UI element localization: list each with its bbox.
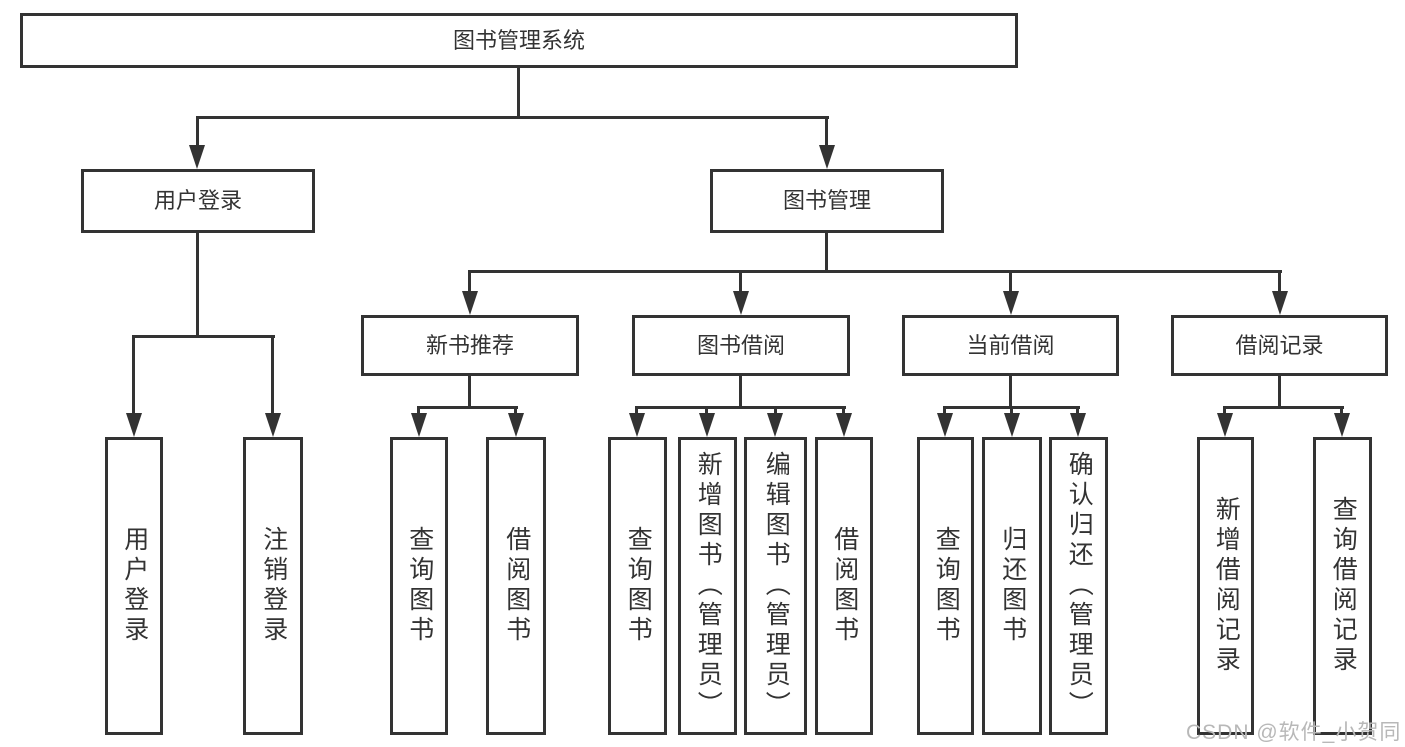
leaf-cb-query-book-label: 查询图书 — [932, 526, 961, 646]
leaf-bb-edit-book-admin: 编辑图书（管理员） — [744, 437, 807, 735]
connector-line — [705, 406, 708, 415]
connector-line — [417, 406, 420, 415]
connector-line — [635, 406, 638, 415]
connector-arrowhead — [733, 291, 749, 315]
leaf-cb-query-book: 查询图书 — [917, 437, 974, 735]
leaf-cb-confirm-return-admin-label: 确认归还（管理员） — [1065, 451, 1094, 721]
connector-line — [468, 270, 1282, 273]
connector-line — [774, 406, 777, 415]
leaf-logout-login: 注销登录 — [243, 437, 303, 735]
leaf-nb-borrow-book: 借阅图书 — [486, 437, 546, 735]
connector-line — [943, 406, 946, 415]
connector-line — [739, 270, 742, 293]
connector-arrowhead — [508, 413, 524, 437]
connector-line — [825, 116, 828, 147]
connector-line — [739, 376, 742, 409]
connector-arrowhead — [265, 413, 281, 437]
connector-arrowhead — [1272, 291, 1288, 315]
leaf-br-query-record-label: 查询借阅记录 — [1329, 496, 1358, 676]
connector-line — [132, 335, 135, 415]
connector-arrowhead — [462, 291, 478, 315]
connector-line — [825, 233, 828, 273]
connector-line — [514, 406, 517, 415]
leaf-nb-borrow-book-label: 借阅图书 — [502, 526, 531, 646]
node-new-book-recommend-label: 新书推荐 — [425, 332, 514, 358]
node-book-management: 图书管理 — [710, 169, 944, 233]
node-book-borrow: 图书借阅 — [632, 315, 850, 376]
connector-line — [196, 116, 199, 147]
leaf-br-add-record-label: 新增借阅记录 — [1212, 496, 1241, 676]
connector-arrowhead — [629, 413, 645, 437]
node-book-management-label: 图书管理 — [782, 188, 871, 213]
leaf-user-login-label: 用户登录 — [120, 526, 149, 646]
leaf-bb-borrow-book: 借阅图书 — [815, 437, 873, 735]
connector-line — [196, 233, 199, 337]
connector-line — [1340, 406, 1343, 415]
node-current-borrow: 当前借阅 — [902, 315, 1119, 376]
connector-line — [1009, 270, 1012, 293]
csdn-watermark: CSDN @软件_小贺同学 — [1186, 721, 1402, 744]
connector-arrowhead — [189, 145, 205, 169]
leaf-bb-add-book-admin: 新增图书（管理员） — [678, 437, 737, 735]
connector-line — [468, 376, 471, 409]
leaf-bb-edit-book-admin-label: 编辑图书（管理员） — [762, 451, 791, 721]
connector-arrowhead — [819, 145, 835, 169]
leaf-user-login: 用户登录 — [105, 437, 163, 735]
connector-line — [1278, 270, 1281, 293]
leaf-nb-query-book: 查询图书 — [390, 437, 448, 735]
connector-arrowhead — [411, 413, 427, 437]
node-user-login: 用户登录 — [81, 169, 315, 233]
connector-line — [271, 335, 274, 415]
leaf-cb-return-book: 归还图书 — [982, 437, 1042, 735]
connector-line — [1009, 376, 1012, 409]
leaf-cb-return-book-label: 归还图书 — [998, 526, 1027, 646]
leaf-bb-add-book-admin-label: 新增图书（管理员） — [694, 451, 723, 721]
leaf-bb-query-book: 查询图书 — [608, 437, 667, 735]
connector-arrowhead — [1003, 291, 1019, 315]
node-root: 图书管理系统 — [20, 13, 1018, 68]
leaf-cb-confirm-return-admin: 确认归还（管理员） — [1049, 437, 1108, 735]
connector-line — [517, 68, 520, 118]
connector-line — [196, 116, 829, 119]
connector-arrowhead — [1070, 413, 1086, 437]
connector-arrowhead — [1217, 413, 1233, 437]
connector-line — [635, 406, 846, 409]
connector-line — [1076, 406, 1079, 415]
connector-line — [1223, 406, 1344, 409]
connector-arrowhead — [836, 413, 852, 437]
leaf-br-add-record: 新增借阅记录 — [1197, 437, 1254, 735]
connector-line — [1278, 376, 1281, 409]
connector-line — [1010, 406, 1013, 415]
node-borrow-record: 借阅记录 — [1171, 315, 1388, 376]
connector-line — [842, 406, 845, 415]
connector-arrowhead — [1334, 413, 1350, 437]
leaf-nb-query-book-label: 查询图书 — [405, 526, 434, 646]
connector-line — [417, 406, 518, 409]
connector-arrowhead — [699, 413, 715, 437]
connector-arrowhead — [1004, 413, 1020, 437]
leaf-logout-login-label: 注销登录 — [259, 526, 288, 646]
node-user-login-label: 用户登录 — [153, 188, 242, 213]
connector-arrowhead — [126, 413, 142, 437]
node-root-label: 图书管理系统 — [452, 27, 585, 53]
connector-arrowhead — [937, 413, 953, 437]
connector-line — [132, 335, 275, 338]
node-book-borrow-label: 图书借阅 — [696, 332, 785, 358]
connector-arrowhead — [767, 413, 783, 437]
leaf-bb-query-book-label: 查询图书 — [624, 526, 653, 646]
connector-line — [1223, 406, 1226, 415]
node-new-book-recommend: 新书推荐 — [361, 315, 579, 376]
node-current-borrow-label: 当前借阅 — [966, 332, 1055, 358]
node-borrow-record-label: 借阅记录 — [1235, 332, 1324, 358]
leaf-bb-borrow-book-label: 借阅图书 — [830, 526, 859, 646]
leaf-br-query-record: 查询借阅记录 — [1313, 437, 1372, 735]
connector-line — [468, 270, 471, 293]
